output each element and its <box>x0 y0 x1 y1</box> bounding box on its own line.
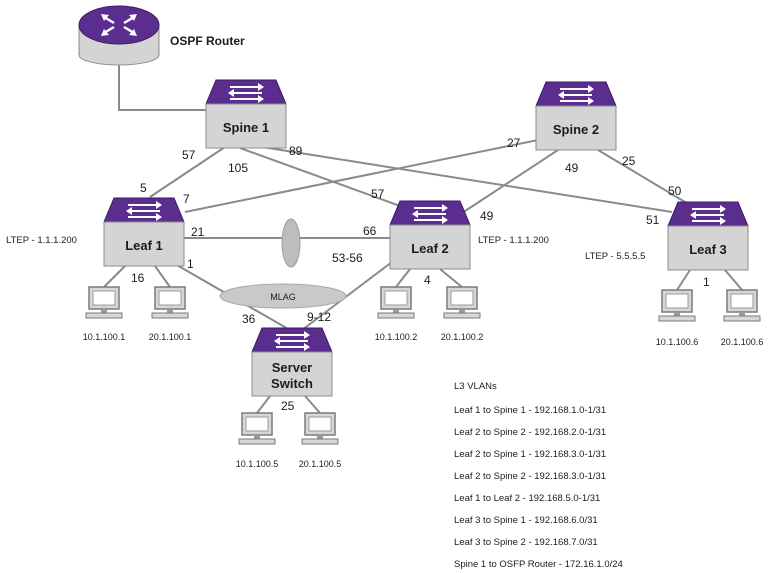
port-label: 57 <box>182 148 196 162</box>
vlan-item: Spine 1 to OSFP Router - 172.16.1.0/24 <box>454 559 623 570</box>
port-label: 57 <box>371 187 385 201</box>
links <box>103 55 743 414</box>
host-ip: 10.1.100.5 <box>236 459 279 469</box>
vlan-item: Leaf 1 to Leaf 2 - 192.168.5.0-1/31 <box>454 493 600 504</box>
ltep-leaf3: LTEP - 5.5.5.5 <box>585 251 645 262</box>
ltep-leaf2: LTEP - 1.1.1.200 <box>478 235 549 246</box>
router-arrows-icon <box>101 14 137 36</box>
port-label: 66 <box>363 224 377 238</box>
switch-spine1: Spine 1 <box>205 79 287 149</box>
port-label: 7 <box>183 192 190 206</box>
port-label: 4 <box>424 273 431 287</box>
router-label: OSPF Router <box>170 34 245 48</box>
server-switch-label-1: Server <box>272 360 312 375</box>
port-label: 27 <box>507 136 521 150</box>
switch-leaf3: Leaf 3 <box>667 201 749 271</box>
port-label: 5 <box>140 181 147 195</box>
spine1-label: Spine 1 <box>223 120 269 135</box>
host-ip: 20.1.100.5 <box>299 459 342 469</box>
host-computer <box>658 289 696 322</box>
host-computer <box>238 412 276 445</box>
port-labels: 57 105 89 27 49 25 5 7 21 16 1 57 49 66 … <box>131 136 710 413</box>
port-label: 51 <box>646 213 660 227</box>
spine2-label: Spine 2 <box>553 122 599 137</box>
vlan-legend-title: L3 VLANs <box>454 381 497 392</box>
switch-spine2: Spine 2 <box>535 81 617 151</box>
link-spine2-leaf1 <box>184 139 539 213</box>
leaf2-label: Leaf 2 <box>411 241 449 256</box>
switch-leaf1: Leaf 1 <box>103 197 185 267</box>
switch-server: Server Switch <box>251 327 333 397</box>
host-computer <box>85 286 123 319</box>
port-label: 25 <box>281 399 295 413</box>
switch-leaf2: Leaf 2 <box>389 200 471 270</box>
link-router-spine1 <box>118 55 206 111</box>
host-computer <box>443 286 481 319</box>
lag-leaf1-leaf2 <box>281 218 301 268</box>
port-label: 49 <box>565 161 579 175</box>
ltep-leaf1: LTEP - 1.1.1.200 <box>6 235 77 246</box>
host-ip: 20.1.100.6 <box>721 337 764 347</box>
port-label: 9-12 <box>307 310 331 324</box>
link-spine2-leaf2 <box>461 149 559 214</box>
port-label: 25 <box>622 154 636 168</box>
port-label: 16 <box>131 271 145 285</box>
port-label: 105 <box>228 161 248 175</box>
vlan-item: Leaf 2 to Spine 2 - 192.168.2.0-1/31 <box>454 427 606 438</box>
port-label: 1 <box>187 257 194 271</box>
port-label: 49 <box>480 209 494 223</box>
host-ip: 20.1.100.1 <box>149 332 192 342</box>
vlan-item: Leaf 3 to Spine 2 - 192.168.7.0/31 <box>454 537 598 548</box>
host-ip: 10.1.100.2 <box>375 332 418 342</box>
host-computer <box>301 412 339 445</box>
host-computer <box>723 289 761 322</box>
port-label: 21 <box>191 225 205 239</box>
link-leaf2-server <box>301 261 393 331</box>
ospf-router <box>78 5 160 66</box>
port-label: 89 <box>289 144 303 158</box>
mlag-oval <box>219 283 347 309</box>
mlag-label: MLAG <box>270 292 296 302</box>
vlan-item: Leaf 1 to Spine 1 - 192.168.1.0-1/31 <box>454 405 606 416</box>
server-switch-label-2: Switch <box>271 376 313 391</box>
host-computer <box>377 286 415 319</box>
link-spine1-leaf1 <box>149 144 229 198</box>
host-computer <box>151 286 189 319</box>
vlan-item: Leaf 2 to Spine 2 - 192.168.3.0-1/31 <box>454 471 606 482</box>
port-label: 53-56 <box>332 251 363 265</box>
link-spine1-leaf2 <box>239 147 401 207</box>
port-label: 50 <box>668 184 682 198</box>
vlan-item: Leaf 3 to Spine 1 - 192.168.6.0/31 <box>454 515 598 526</box>
leaf3-label: Leaf 3 <box>689 242 727 257</box>
link-spine2-leaf3 <box>597 149 691 206</box>
vlan-legend: L3 VLANs Leaf 1 to Spine 1 - 192.168.1.0… <box>454 381 623 570</box>
leaf1-label: Leaf 1 <box>125 238 163 253</box>
host-ip: 10.1.100.1 <box>83 332 126 342</box>
vlan-item: Leaf 2 to Spine 1 - 192.168.3.0-1/31 <box>454 449 606 460</box>
port-label: 36 <box>242 312 256 326</box>
host-ip: 10.1.100.6 <box>656 337 699 347</box>
port-label: 1 <box>703 275 710 289</box>
link-spine1-leaf3 <box>261 146 673 213</box>
host-ip: 20.1.100.2 <box>441 332 484 342</box>
